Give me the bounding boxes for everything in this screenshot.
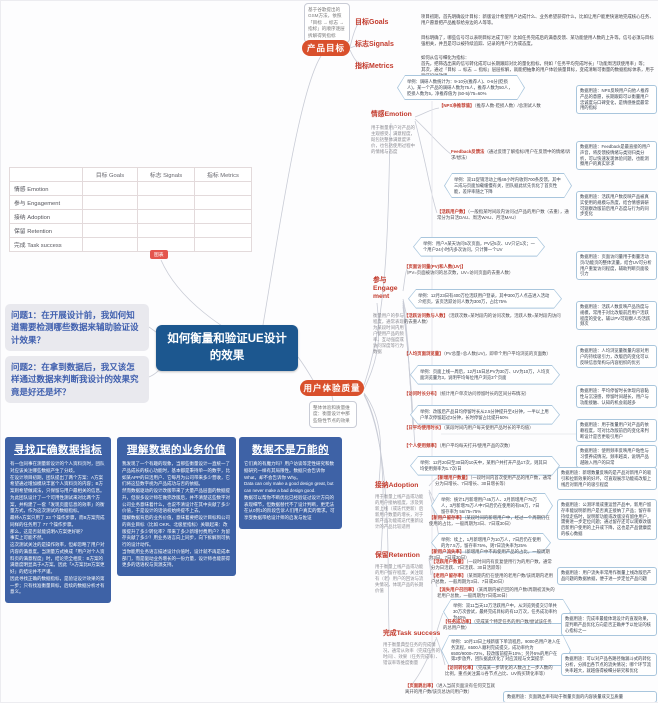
metric-conversion-rate[interactable]: 【访问转化率】（完成某一步转化的人数占上一步人数的比例，重点关注漏斗各节点占比、… <box>445 665 553 676</box>
metric-winback-rate[interactable]: 【流失用户召回率】（某周期内被召回的用户数/周期初流失的老用户总数，一般周期为7… <box>437 587 555 598</box>
metric-duration-distribution[interactable]: 【访问时长分布】（统计用户单次访问停留时长的区间分布情况） <box>404 391 530 396</box>
task-conversion-usage-box: 数据用途：可以对产品各路径做漏斗式的转化分析，分辨出各节点的流失情况；哪个环节流… <box>561 653 657 677</box>
branch-engagement-desc: 衡量用户的参与程度，通常表现为某段时间内用户使用产品的频率、互动强度或访问深度等… <box>373 313 404 354</box>
goals-text: 项目初期，首先明确设计目标：新版设计希望用户达成什么、业务希望获得什么，比如让用… <box>421 14 654 26</box>
central-topic-node[interactable]: 如何衡量和验证UE设计 的效果 <box>156 325 298 371</box>
engagement-ppu-usage-box: 数据用途：人均浏览量衡量内容对用户的持续吸引力，改版后的变化可以反映信息架构与内… <box>576 345 657 369</box>
branch-retention-desc: 用于衡量上线产品或功能的用户留存程度，关注现有（老）用户的回访与流失情况，体现产… <box>375 564 424 593</box>
table-row: 保留 Retention <box>9 223 252 238</box>
engagement-active-usage-box: 数据用途：活跃人数反映产品热度与规模，常用于对比改版前后用户活跃程度的变化，辅以… <box>576 301 657 331</box>
emotion-nps-usage-box: 数据用途：NPS反映用户向他人推荐产品的意愿，长期跟踪可以衡量用户忠诚度与口碑变… <box>576 85 657 115</box>
metric-olduser-retention[interactable]: 【老用户留存率】（某周期内仍在使用的老用户数/该周期内老用户总数，一般周期为3日… <box>431 573 553 584</box>
question-1-bubble: 问题1：在开展设计前，我如何知道需要检测哪些数据来辅助验证设计效果？ <box>5 304 149 351</box>
adoption-retention-example-callout: 举例：统计1月新增用户45万人、2月新增用户75万人，3月新增75万人中7日后仍… <box>431 493 553 518</box>
branch-retention-label[interactable]: 保留Retention <box>375 552 420 559</box>
insight-box-1-body: 有一位同事在测量新设计的个人资料页时，团队对应该关注哪些数据产生了分歧。 在设计… <box>10 461 105 595</box>
ux-quality-note-bubble: 整体体验和质量维度：衡量设计中那些隐性节点的效果 <box>309 401 357 429</box>
emotion-feedback-example-callout: 举例：双11促销活动上线48小时内收到700条反馈，其中三成与页面加载缓慢有关，… <box>444 173 572 198</box>
engagement-duration-example-callout: 举例：改版后产品日均停留时长从2.5分钟提升至4分钟，一半以上用户单次停留超过3… <box>410 405 560 425</box>
metric-feedback[interactable]: Feedback反馈法（通过反馈了解指标/用户在反馈中的情绪/诉求/想法） <box>451 149 571 160</box>
heart-framework-table: 目标 Goals 标志 Signals 指标 Metrics 情感 Emotio… <box>9 167 252 252</box>
branch-signals-label[interactable]: 标志Signals <box>355 41 394 48</box>
gsm-note-bubble: 基于谷歌提出的GSM方法，依照「目标 → 标志 → 指标」的顺序逐层拆解得到指标 <box>304 3 350 44</box>
branch-emotion-label[interactable]: 情感Emotion <box>371 111 412 118</box>
metric-newuser-retention[interactable]: 【新用户留存率】（某段时间的新增用户中，经过一个周期仍在使用的占比，一般周期为3… <box>429 515 550 526</box>
engagement-dailytime-usage-box: 数据用途：用于衡量用户对产品的依赖程度，可对比改版前后的变化来判断设计是否更吸引… <box>576 419 657 443</box>
metric-active-visits[interactable]: 【活跃访问数与人数】（活跃次数=某时段内的访问次数，活跃人数=某时段内访问的去重… <box>404 313 561 324</box>
adoption-retention-usage-box: 数据用途：公测环境或重运营产品中，新用户留存率能说明新用户是否真正接纳了产品；留… <box>557 499 657 540</box>
product-goal-node[interactable]: 产品目标 <box>302 40 350 56</box>
table-row: 参与 Engagement <box>9 195 252 210</box>
branch-adoption-desc: 用于衡量上线产品或功能的用户接纳程度，涉及到新上线（或迭代更新）后新用户数量的增… <box>375 494 424 529</box>
table-header-signals: 标志 Signals <box>137 167 195 182</box>
engagement-duration-usage-box: 数据用途：平均停留时长体现内容黏性与沉浸感，停留时间越长，用户与功能接触、认知的… <box>576 385 657 409</box>
signals-text: 目标明确了，哪些信号可以表明目标达成了呢？比如任务完成后的满意反馈、某功能使用人… <box>421 35 654 47</box>
branch-metrics-label[interactable]: 指标Metrics <box>355 63 394 70</box>
metric-daily-time[interactable]: 【日平均使用时长】（某段时间内用户每天使用产品时长的平均值） <box>404 425 534 430</box>
metric-active-user-count[interactable]: 【活跃用户数量】（一段时间内有反复使用行为的用户数，通常分为日活跃、7日活跃、3… <box>431 559 552 570</box>
branch-engagement-label[interactable]: 参与 Engage ment <box>373 277 398 300</box>
insight-box-1-title: 寻找正确数据指标 <box>14 444 102 456</box>
metric-frequency[interactable]: 【个人使用频率】（用户平均每天打开/使用产品的次数） <box>404 443 513 448</box>
metric-pv-uv[interactable]: 【页面访问量(PV)和人数(UV)】（PV=页面被访问的总次数，UV=访问页面的… <box>404 264 514 275</box>
metric-nps[interactable]: 【NPS净推荐值】（推荐人数-贬损人数）/总测试人数 <box>439 103 541 108</box>
table-row: 完成 Task success <box>9 237 252 252</box>
insight-box-business-value: 理解数据的业务价值 我发现了一个有趣的现象，当那些衡量设计一直统一了产品成长的核… <box>117 437 236 576</box>
insight-box-find-metrics: 寻找正确数据指标 有一位同事在测量新设计的个人资料页时，团队对应该关注哪些数据产… <box>5 437 111 603</box>
metric-task-success[interactable]: 【任务成功率】（完成某个特定任务的用户数/尝试该任务的总用户数） <box>443 619 552 630</box>
insight-box-3-body: 它们真的有魔力吗？用户访谈等定性研究和数据研究一样有其局限性。数据只会告诉你 W… <box>244 461 335 520</box>
table-row: 接纳 Adoption <box>9 209 252 224</box>
question-2-bubble: 问题2：在拿到数据后，我又该怎样通过数据来判断我设计的效果究竟是好还是坏？ <box>5 356 149 403</box>
table-header-goals: 目标 Goals <box>82 167 138 182</box>
insight-box-3-title: 数据不是万能的 <box>252 444 329 456</box>
engagement-ppu-example-callout: 举例：页面上线一周后，12月15日总PV为30万、UV为10万，人均页面浏览量为… <box>410 365 560 385</box>
engagement-pvuv-example-callout: 举例：用户A某天访问5次页面，PV记5次、UV只记1次；一个用户24小时内多次访… <box>413 237 545 257</box>
metric-active-users[interactable]: 【活跃用户数】（一般指某时间段内访问过产品的用户数（去重），通常分为日活DAU、… <box>437 209 569 220</box>
table-badge[interactable]: 图表 <box>150 250 168 259</box>
task-success-example-callout: 举例：双11当天12万活跃用户中，从浏览到提交订单共30万次尝试，最终完成目标的… <box>443 599 571 624</box>
engagement-pvuv-usage-box: 数据用途：页面访问量用于衡量活动页/功能页的整体流量，结合UV可分析用户重复访问… <box>576 251 657 281</box>
task-conversion-example-callout: 举例：10月13日上线新版下单流程后，9000名用户进入任务流程，6500人顺利… <box>441 635 571 666</box>
emotion-nps-example-callout: 举例：调研人数统计为：9-10分(推荐人)、0-6分(贬损人)，某一个产品的调研… <box>397 75 525 100</box>
adoption-churn-example-callout: 举例：续上，1月新增用户为10万人，7日后仍在使用的为7.5万，留存率75%，则… <box>431 533 551 553</box>
adoption-churn-usage-box: 数据用途：用户流失率常用作衡量上线改版后产品问题的数据依据，便于进一步定位产品问… <box>557 567 657 585</box>
engagement-active-example-callout: 举例：12月23日有400万位活跃用户登录，其中300万人点击进入活动介绍页，该… <box>408 289 562 309</box>
task-success-usage-box: 数据用途：完成率最能体现设计的直观效果，是判断产品优化方向是否正确并予以佐证的核… <box>561 613 657 637</box>
adoption-newusers-usage-box: 数据用途：新增数量反映的是产品对新用户的吸引和拉新效果的好坏，可直观展示功能或改… <box>557 467 657 491</box>
emotion-active-usage-box: 数据用途：活跃用户数反映产品被真实使用的规模与热度，结合情感调研可观察改版前后用… <box>576 191 657 221</box>
branch-task-label[interactable]: 完成Task success <box>383 630 441 637</box>
branch-emotion-desc: 用于衡量用户对产品的主观感受、满意程度，既包括整体满意度评价，也包括使用过程中的… <box>371 125 415 154</box>
branch-adoption-label[interactable]: 接纳Adoption <box>375 482 419 489</box>
task-bounce-usage-box: 数据用途：页面跳出率有助于衡量页面的内容质量或交互质量 <box>503 691 657 702</box>
metric-newuser-churn[interactable]: 【新用户流失率】（新增用户中不再使用产品的占比，一般周期为3日、7日或30日） <box>429 549 550 560</box>
metric-bounce-rate[interactable]: 【页面跳出率】（进入当前页面没有任何交互就离开的用户数/该页总访问用户数） <box>405 683 496 694</box>
engagement-frequency-usage-box: 数据用途：使用频率反映用户粘性与习惯养成情况，频率越高，说明产品越融入用户的日常 <box>576 445 657 469</box>
branch-task-desc: 用于衡量典型任务的完成情况，通常从效率（完成任务的时间）、效果（任务完成率）、错… <box>383 642 441 665</box>
ux-quality-node[interactable]: 用户体验质量 <box>300 380 364 396</box>
insight-box-data-limits: 数据不是万能的 它们真的有魔力吗？用户访谈等定性研究和数据研究一样有其局限性。数… <box>239 437 342 529</box>
insight-box-2-title: 理解数据的业务价值 <box>127 444 226 456</box>
emotion-feedback-usage-box: 数据用途：Feedback是最直接的用户声音，将反馈按情绪与类别归类分析，可以快… <box>576 141 657 171</box>
engagement-frequency-example-callout: 举例：12月20日至30日的10天中，某用户共打开产品17次，则其日均使用频率为… <box>410 456 560 476</box>
metric-pages-per-user[interactable]: 【人均页面浏览量】（PV总量÷总人数(UV)，即单个用户平均浏览的页面数） <box>404 351 551 356</box>
table-header-metrics: 指标 Metrics <box>194 167 252 182</box>
table-row: 情感 Emotion <box>9 181 252 196</box>
metric-new-users[interactable]: 【新增用户数量】（一段时间内首次使用产品的用户数，通常分为日增长、7日增长、30… <box>435 475 552 486</box>
branch-goals-label[interactable]: 目标Goals <box>355 19 389 26</box>
insight-box-2-body: 我发现了一个有趣的现象，当那些衡量设计一直统一了产品成长的核心功能时，基本都是秉… <box>122 461 231 568</box>
